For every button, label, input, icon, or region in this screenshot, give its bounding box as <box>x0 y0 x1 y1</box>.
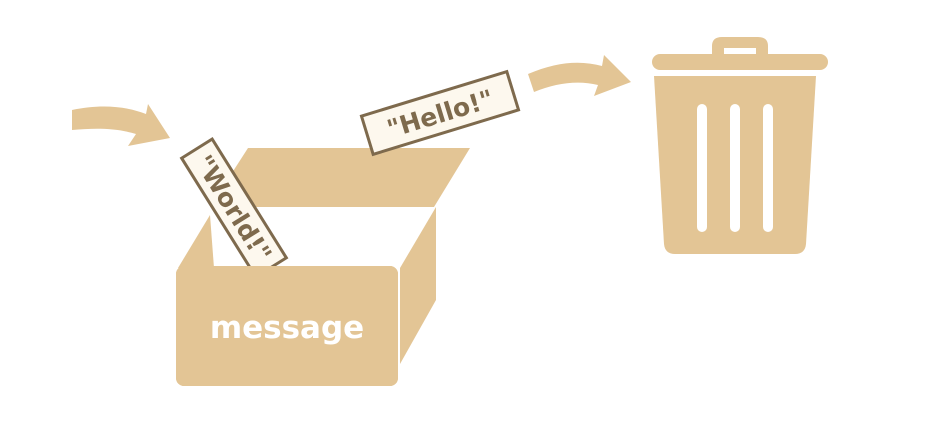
incoming-arrow-icon <box>72 104 170 146</box>
trash-can-icon <box>652 37 828 254</box>
old-value-note: "Hello!" <box>359 69 521 157</box>
variable-name-label: message <box>210 310 364 346</box>
box-front-face <box>176 266 398 386</box>
outgoing-arrow-icon <box>528 55 631 96</box>
